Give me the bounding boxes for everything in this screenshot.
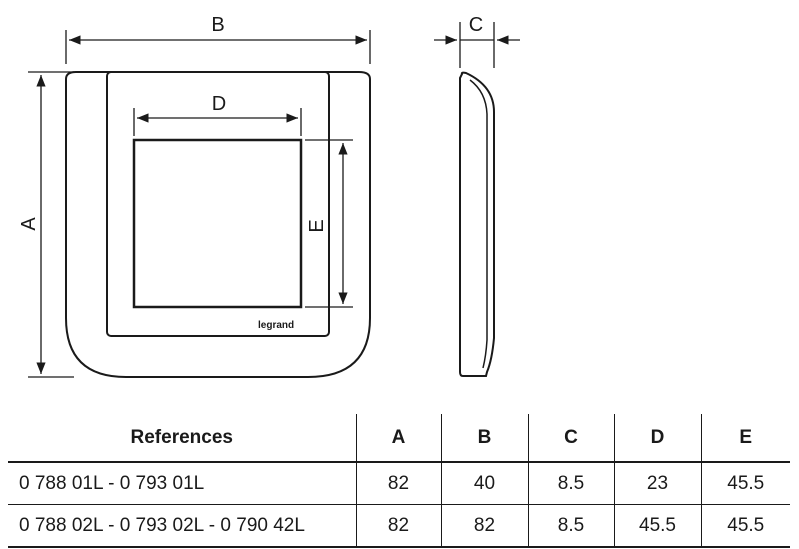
label-d: D <box>212 93 226 115</box>
header-e: E <box>700 414 790 463</box>
table-row: 0 788 02L - 0 793 02L - 0 790 42L 82 82 … <box>8 504 790 548</box>
central-aperture <box>132 138 303 309</box>
cell-d: 23 <box>613 462 701 505</box>
header-d: D <box>613 414 701 463</box>
cell-reference: 0 788 01L - 0 793 01L <box>8 462 356 505</box>
technical-drawing: legrand B A D E C <box>18 14 520 378</box>
cell-b: 40 <box>440 462 528 505</box>
dimension-c <box>434 22 520 68</box>
outer-plate <box>65 71 371 378</box>
table-header-row: References A B C D E <box>8 414 790 463</box>
side-profile-outer <box>459 71 495 377</box>
brand-logo: legrand <box>258 320 294 331</box>
label-a: A <box>18 217 40 231</box>
side-profile-inner <box>469 79 488 369</box>
inner-frame <box>106 71 330 337</box>
label-b: B <box>211 14 224 36</box>
label-e: E <box>306 219 328 232</box>
cell-b: 82 <box>440 504 528 548</box>
header-a: A <box>355 414 441 463</box>
header-b: B <box>440 414 528 463</box>
cell-d: 45.5 <box>613 504 701 548</box>
references-table: References A B C D E 0 788 01L - 0 793 0… <box>8 414 790 548</box>
cell-e: 45.5 <box>700 504 790 548</box>
cell-c: 8.5 <box>527 504 614 548</box>
front-view <box>65 71 371 378</box>
label-c: C <box>469 14 483 36</box>
cell-e: 45.5 <box>700 462 790 505</box>
dimension-a <box>28 71 74 378</box>
cell-reference: 0 788 02L - 0 793 02L - 0 790 42L <box>8 504 356 548</box>
dimension-e <box>305 139 353 308</box>
dimension-d <box>133 108 302 136</box>
cell-a: 82 <box>355 504 441 548</box>
table-row: 0 788 01L - 0 793 01L 82 40 8.5 23 45.5 <box>8 462 790 505</box>
cell-c: 8.5 <box>527 462 614 505</box>
side-view <box>459 71 495 377</box>
cell-a: 82 <box>355 462 441 505</box>
dimension-b <box>65 30 371 64</box>
header-references: References <box>8 414 356 463</box>
header-c: C <box>527 414 614 463</box>
